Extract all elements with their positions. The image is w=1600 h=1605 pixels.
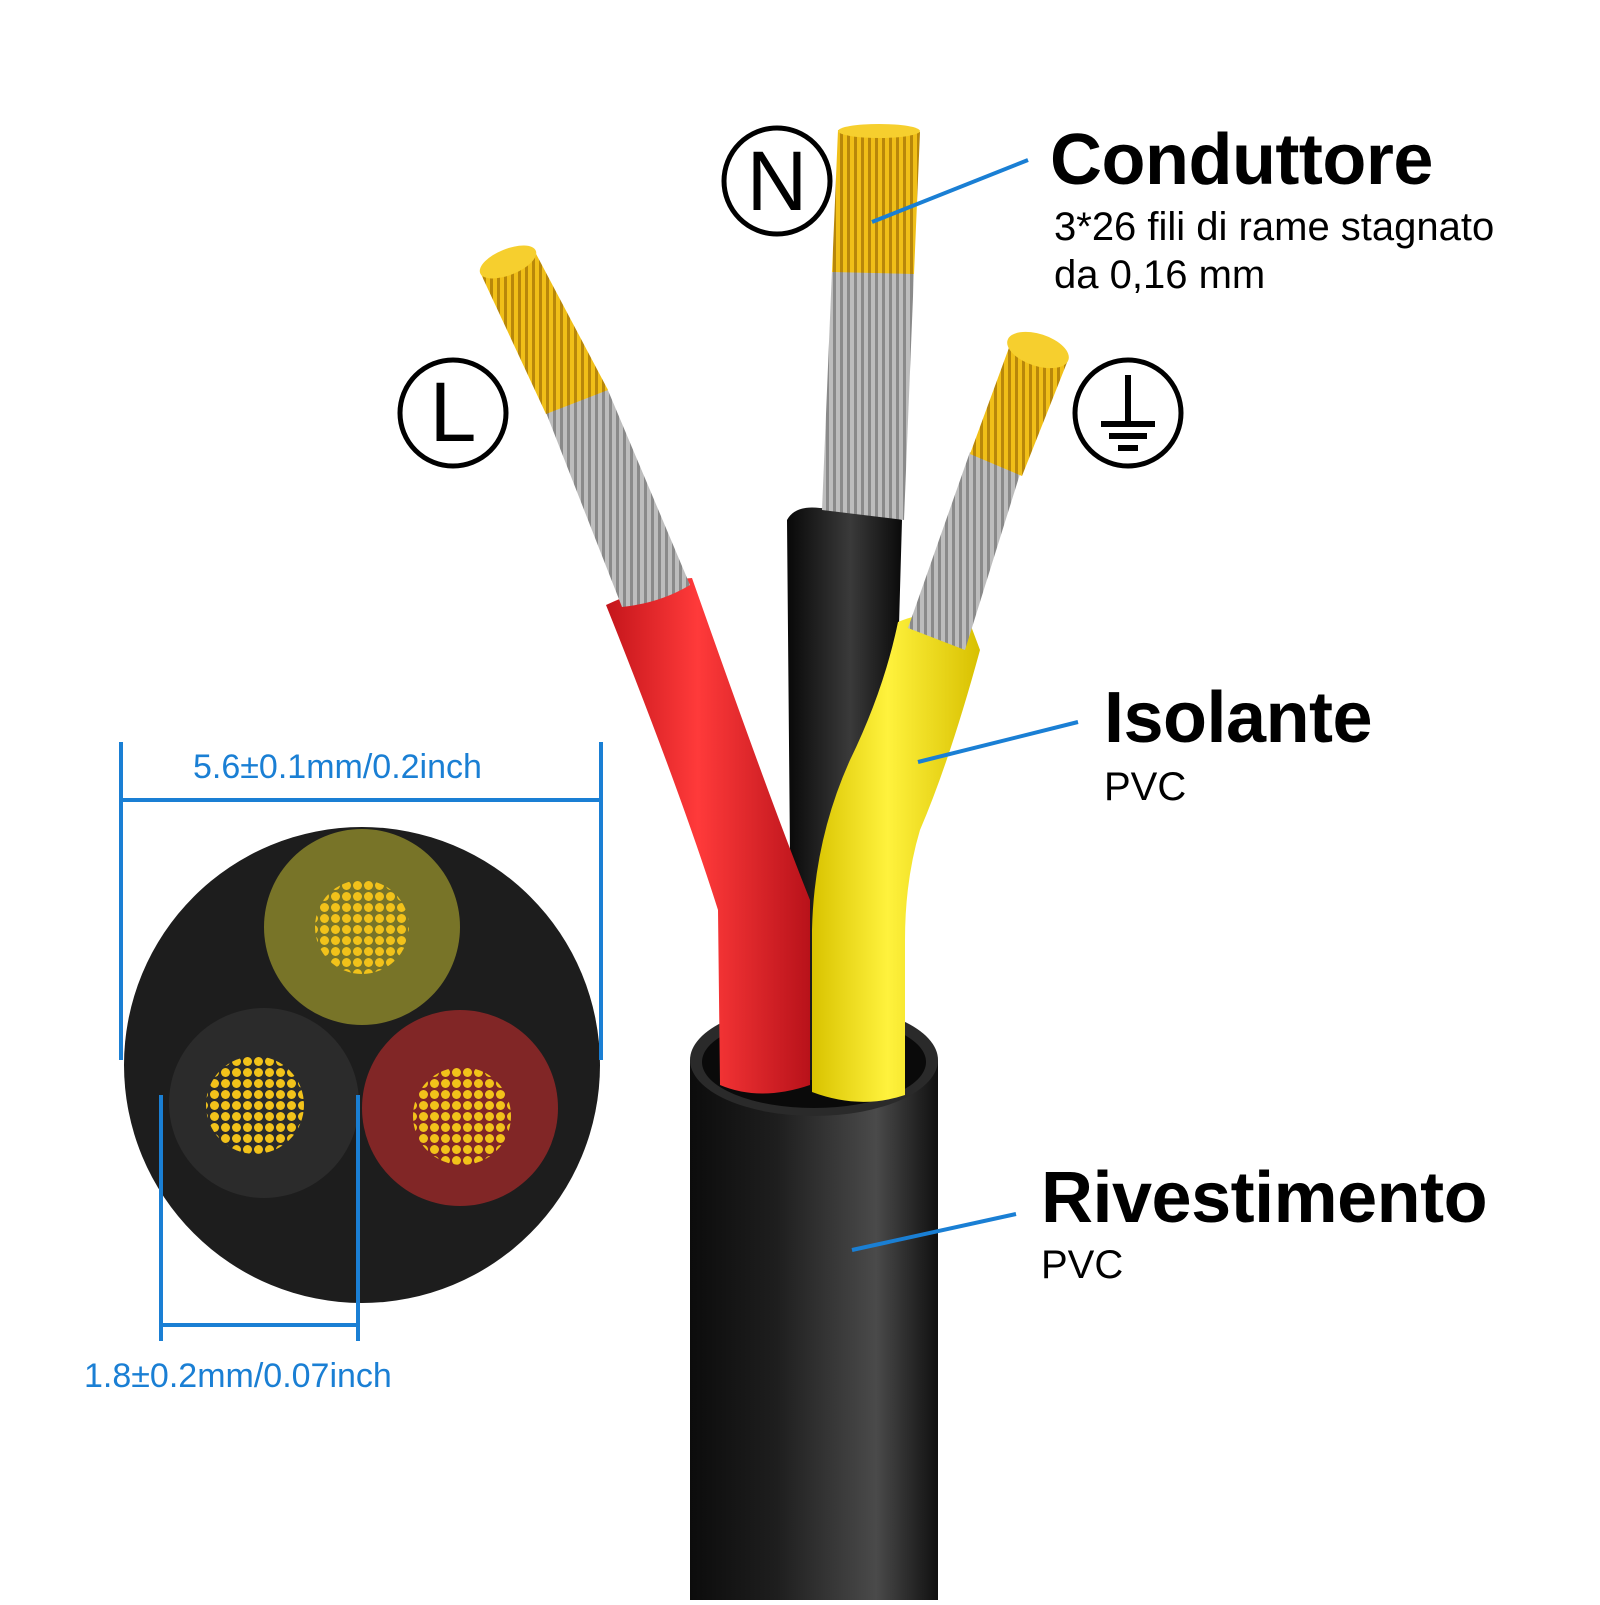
- earth-ground-icon: [1072, 357, 1184, 469]
- insulation-description: PVC: [1104, 765, 1187, 809]
- cross-section: [124, 827, 600, 1303]
- dimension-lines: [119, 742, 603, 1341]
- conductor-description-line2: da 0,16 mm: [1054, 253, 1266, 297]
- core-diameter-label: 1.8±0.2mm/0.07inch: [84, 1357, 392, 1395]
- insulation-leader-line: [917, 720, 1079, 764]
- neutral-symbol-icon: N: [721, 125, 833, 237]
- conductor-leader-line: [871, 158, 1029, 224]
- sheath-leader-line: [851, 1212, 1017, 1252]
- earth-wire: [812, 331, 1069, 1102]
- neutral-symbol-letter: N: [747, 134, 808, 228]
- insulation-title: Isolante: [1104, 678, 1373, 758]
- sheath-description: PVC: [1041, 1243, 1124, 1287]
- live-symbol-letter: L: [430, 365, 477, 459]
- conductor-description-line1: 3*26 fili di rame stagnato: [1054, 205, 1495, 249]
- conductor-title: Conduttore: [1050, 120, 1433, 200]
- live-wire: [479, 245, 810, 1094]
- outer-diameter-label: 5.6±0.1mm/0.2inch: [193, 748, 482, 786]
- live-symbol-icon: L: [397, 357, 509, 469]
- sheath-title: Rivestimento: [1041, 1158, 1488, 1238]
- leader-lines: [851, 158, 1079, 1252]
